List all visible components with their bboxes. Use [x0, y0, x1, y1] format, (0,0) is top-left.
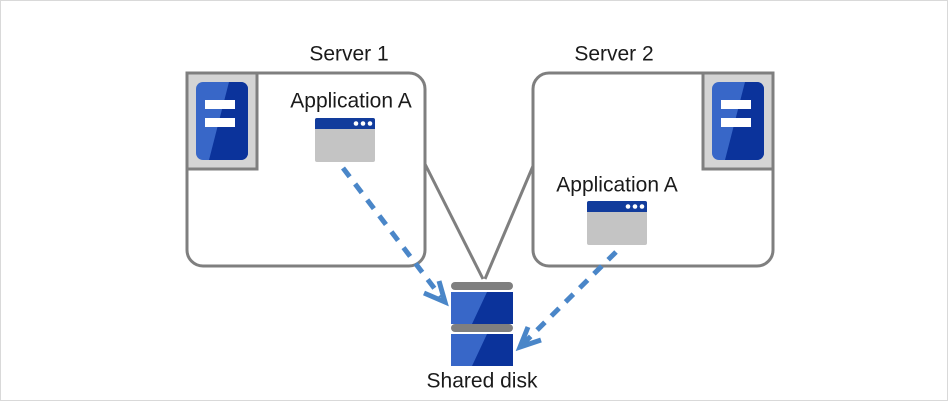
- server-2-label: Server 2: [574, 43, 653, 66]
- dashed-arrow-line: [341, 166, 443, 299]
- dashed-arrow-server-2-to-disk: [515, 250, 618, 352]
- dashed-arrow-head: [423, 280, 449, 307]
- server-1-application-window-icon[interactable]: [315, 118, 375, 162]
- server-2-application-label: Application A: [556, 174, 677, 197]
- server-icon-bar-bottom: [721, 118, 751, 127]
- app-window-titlebar: [315, 118, 375, 129]
- app-window-dot-2: [360, 121, 366, 126]
- app-window-dot-3: [639, 204, 645, 209]
- server-icon-bar-top: [205, 100, 235, 109]
- disk-bar: [451, 282, 513, 290]
- shared-disk-group[interactable]: Shared disk: [427, 282, 538, 393]
- server-2-server-icon: [701, 71, 775, 171]
- server-2-group[interactable]: Server 2 Application A: [531, 43, 775, 268]
- dashed-arrow-server-1-to-disk: [341, 166, 449, 307]
- connector-server-1-to-disk: [423, 163, 485, 280]
- shared-disk-block-2: [451, 324, 513, 366]
- shared-disk-block-1: [451, 282, 513, 324]
- app-window-dot-3: [367, 121, 373, 126]
- shared-disk-label: Shared disk: [427, 370, 538, 393]
- server-icon-bar-bottom: [205, 118, 235, 127]
- dashed-arrow-line: [522, 250, 618, 345]
- server-1-group[interactable]: Server 1 Application A: [185, 43, 427, 268]
- app-window-titlebar: [587, 201, 647, 212]
- app-window-dot-1: [353, 121, 359, 126]
- server-1-application-label: Application A: [290, 90, 411, 113]
- server-2-application-window-icon[interactable]: [587, 201, 647, 245]
- disk-bar: [451, 324, 513, 332]
- server-1-label: Server 1: [309, 43, 388, 66]
- connector-server-2-to-disk: [483, 165, 535, 280]
- server-icon-bar-top: [721, 100, 751, 109]
- server-1-server-icon: [185, 71, 259, 171]
- app-window-dot-1: [625, 204, 631, 209]
- app-window-dot-2: [632, 204, 638, 209]
- dashed-arrow-head: [515, 326, 542, 352]
